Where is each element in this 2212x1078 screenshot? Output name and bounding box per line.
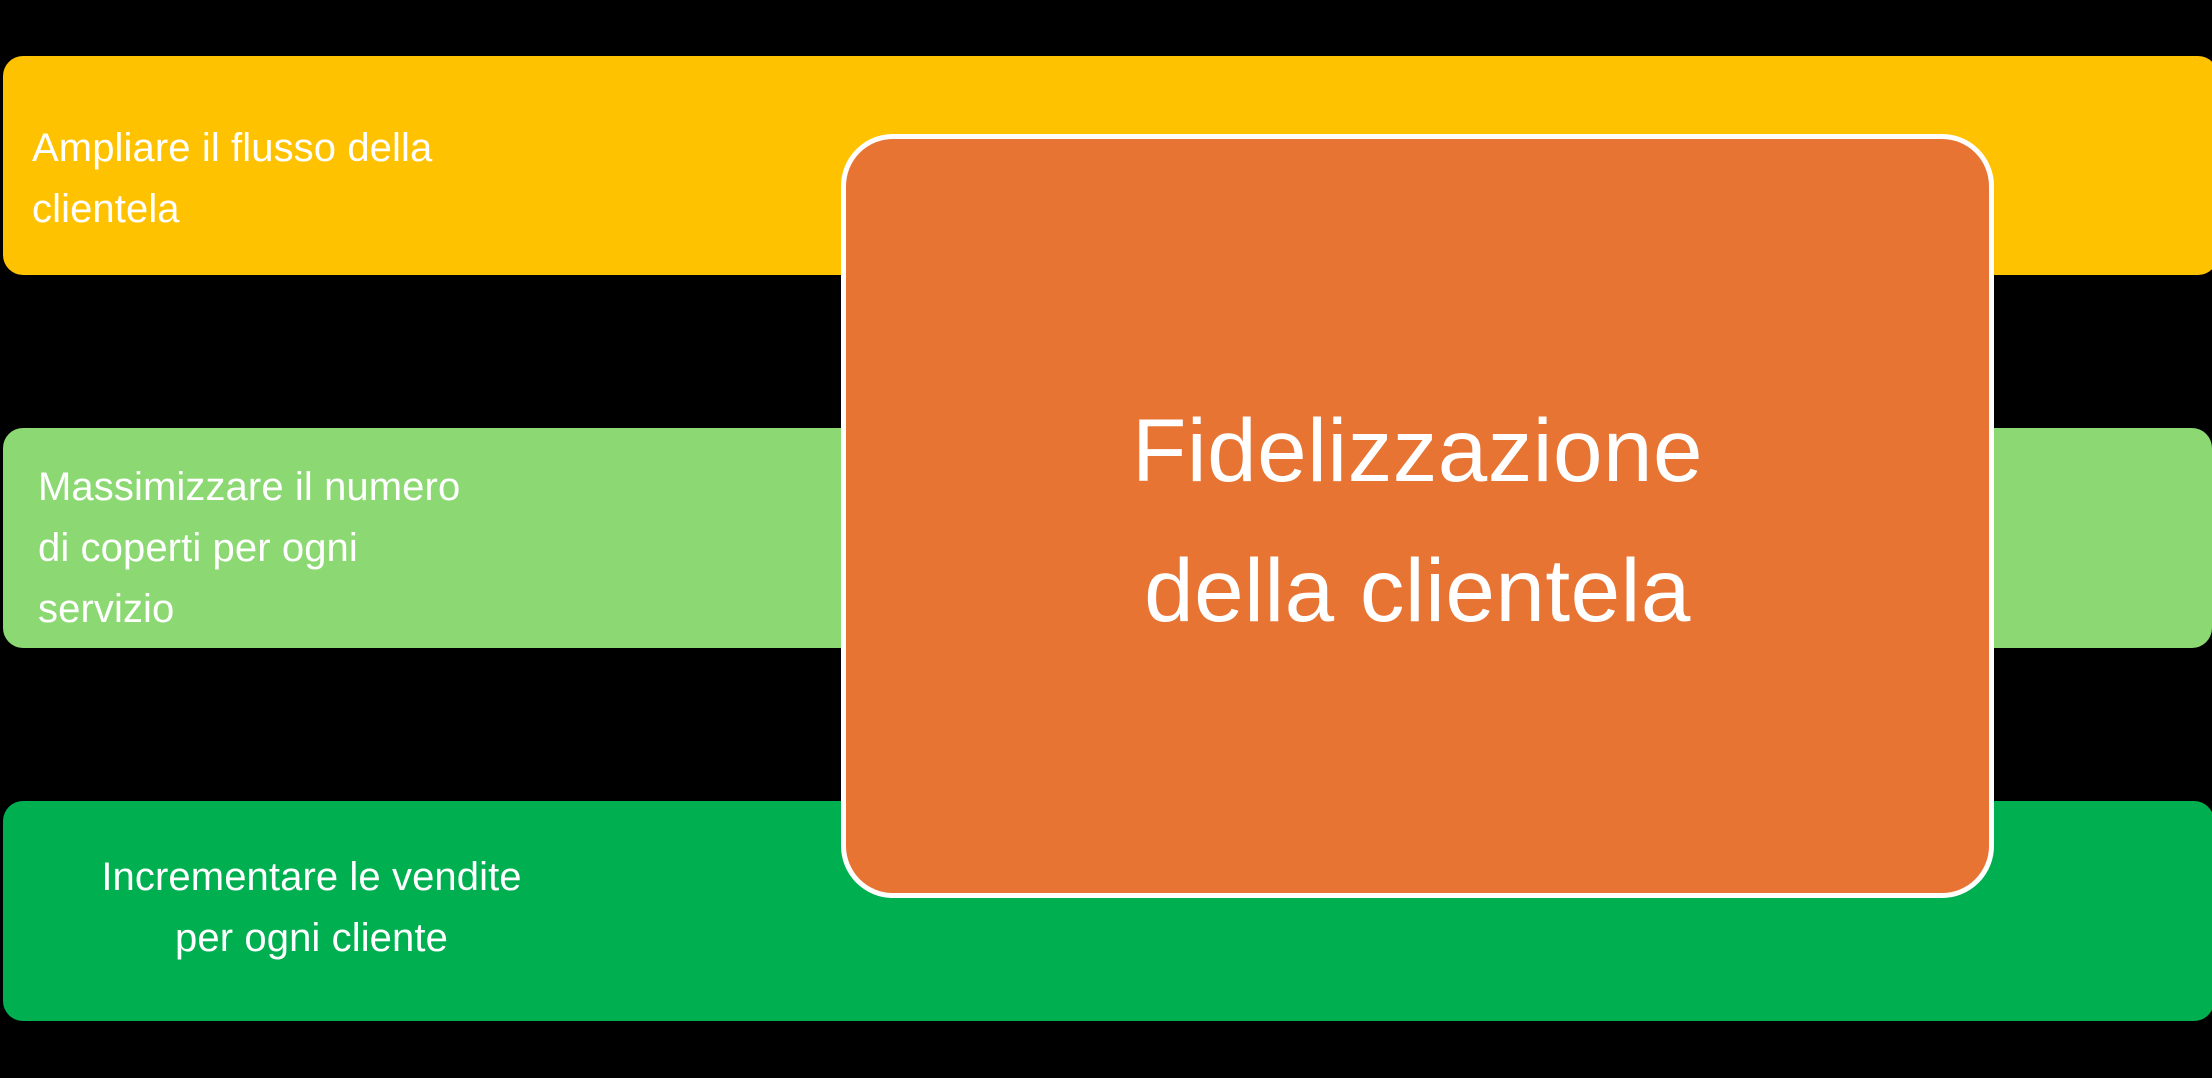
objective-bar-sales-per-client-label: Incrementare le vendite per ogni cliente <box>101 855 522 960</box>
center-card-customer-loyalty-label: Fidelizzazione della clientela <box>1132 400 1703 640</box>
center-card-customer-loyalty[interactable]: Fidelizzazione della clientela <box>841 134 1994 898</box>
objective-bar-customer-flow-label: Ampliare il flusso della clientela <box>32 126 433 231</box>
objective-bar-covers-per-service-label: Massimizzare il numero di coperti per og… <box>38 465 461 631</box>
